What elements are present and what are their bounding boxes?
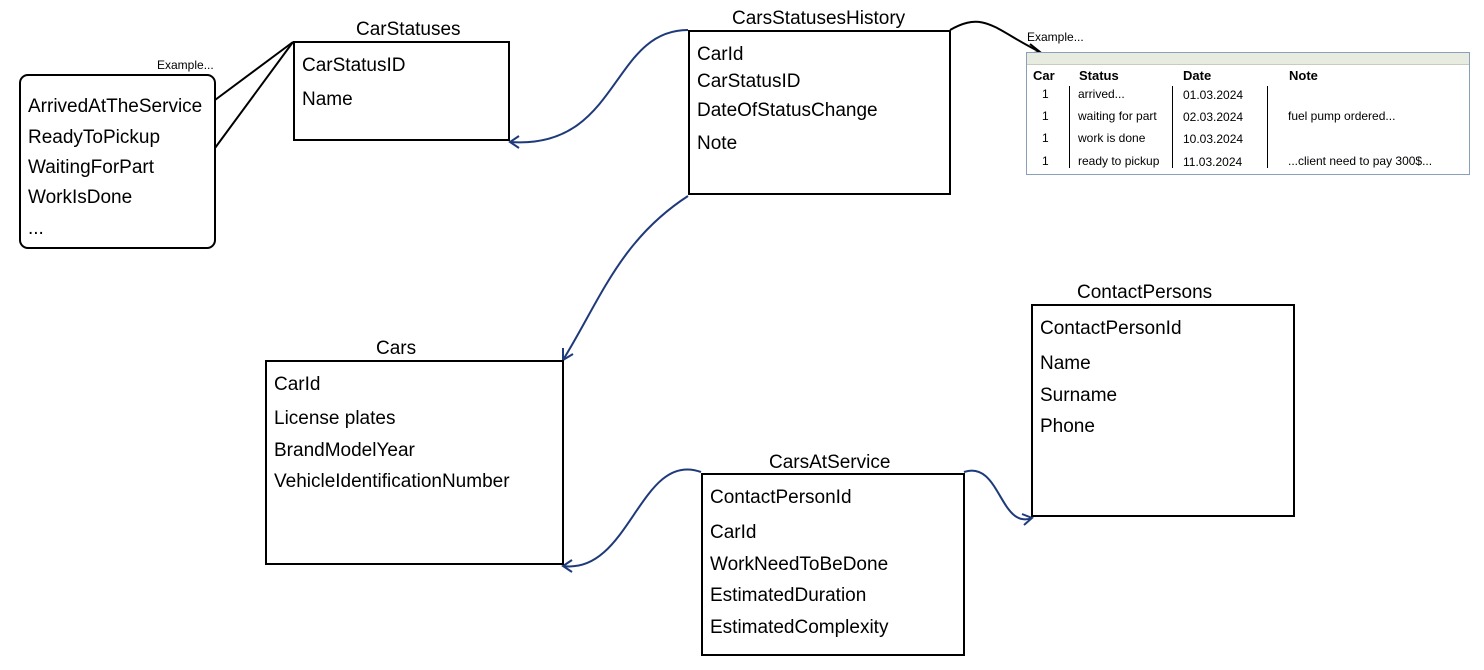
entity-title-car-statuses: CarStatuses [356,19,461,40]
field-estimated-complexity: EstimatedComplexity [710,617,889,638]
entity-title-cars-statuses-history: CarsStatusesHistory [732,8,906,29]
field-car-id: CarId [710,522,757,543]
field-phone: Phone [1040,416,1095,437]
table-cell: 11.03.2024 [1183,155,1243,169]
field-contact-person-id: ContactPersonId [1040,318,1182,339]
field-license-plates: License plates [274,408,396,429]
table-cell: work is done [1078,131,1146,145]
field-car-status-id: CarStatusID [302,55,406,76]
entity-title-cars-at-service: CarsAtService [769,452,891,473]
field-name: Name [302,89,353,110]
table-cell: ...client need to pay 300$... [1288,154,1433,168]
callout-line-top [214,41,294,101]
field-estimated-duration: EstimatedDuration [710,585,867,606]
entity-contact-persons: ContactPersonId Name Surname Phone [1031,304,1295,517]
entity-cars-statuses-history: CarId CarStatusID DateOfStatusChange Not… [688,30,951,195]
field-date-of-status-change: DateOfStatusChange [697,100,878,121]
table-cell: 02.03.2024 [1183,110,1244,124]
table-cell: 10.03.2024 [1183,132,1244,146]
history-example-table: Car Status Date Note 1 arrived... 01.03.… [1026,52,1470,175]
status-example-callout: ArrivedAtTheService ReadyToPickup Waitin… [19,74,216,249]
table-cell: ready to pickup [1078,154,1160,168]
link-history-to-example [949,20,1041,53]
field-surname: Surname [1040,385,1118,406]
table-cell: 1 [1042,87,1049,101]
link-history-to-cars [562,195,689,361]
entity-car-statuses: CarStatusID Name [293,41,510,141]
field-brand-model-year: BrandModelYear [274,440,415,461]
column-header-note: Note [1289,68,1318,83]
entity-cars: CarId License plates BrandModelYear Vehi… [265,360,564,565]
field-work-need-to-be-done: WorkNeedToBeDone [710,554,889,575]
column-divider [1267,86,1268,168]
field-car-id: CarId [274,374,321,395]
arrowhead-service-to-contacts [1021,513,1034,526]
link-history-to-statuses [509,29,689,144]
field-contact-person-id: ContactPersonId [710,487,852,508]
column-header-car: Car [1033,68,1055,83]
field-car-status-id: CarStatusID [697,71,801,92]
column-divider [1069,86,1070,168]
status-item: ... [28,218,44,239]
entity-title-cars: Cars [376,338,417,359]
table-header-bar [1027,53,1469,65]
column-header-status: Status [1079,68,1119,83]
table-cell: waiting for part [1078,109,1157,123]
table-cell: fuel pump ordered... [1288,109,1396,123]
history-example-label: Example... [1027,30,1084,44]
link-service-to-contacts [963,469,1033,521]
status-item: WorkIsDone [28,187,133,208]
status-example-label: Example... [157,58,214,72]
field-name: Name [1040,353,1091,374]
status-item: WaitingForPart [28,157,154,178]
status-item: ArrivedAtTheService [28,96,203,117]
status-item: ReadyToPickup [28,127,161,148]
callout-line-bottom [214,41,294,149]
table-cell: arrived... [1078,87,1125,101]
table-cell: 1 [1042,109,1049,123]
link-service-to-cars [562,468,702,568]
table-cell: 1 [1042,131,1049,145]
entity-cars-at-service: ContactPersonId CarId WorkNeedToBeDone E… [701,473,965,656]
column-divider [1172,86,1173,168]
table-cell: 1 [1042,154,1049,168]
field-vin: VehicleIdentificationNumber [274,471,510,492]
field-car-id: CarId [697,44,744,65]
arrowhead-history-to-statuses [508,135,520,149]
table-cell: 01.03.2024 [1183,88,1244,102]
field-note: Note [697,133,738,154]
entity-title-contact-persons: ContactPersons [1077,282,1213,303]
arrowhead-service-to-cars [561,559,573,573]
column-header-date: Date [1183,68,1212,83]
